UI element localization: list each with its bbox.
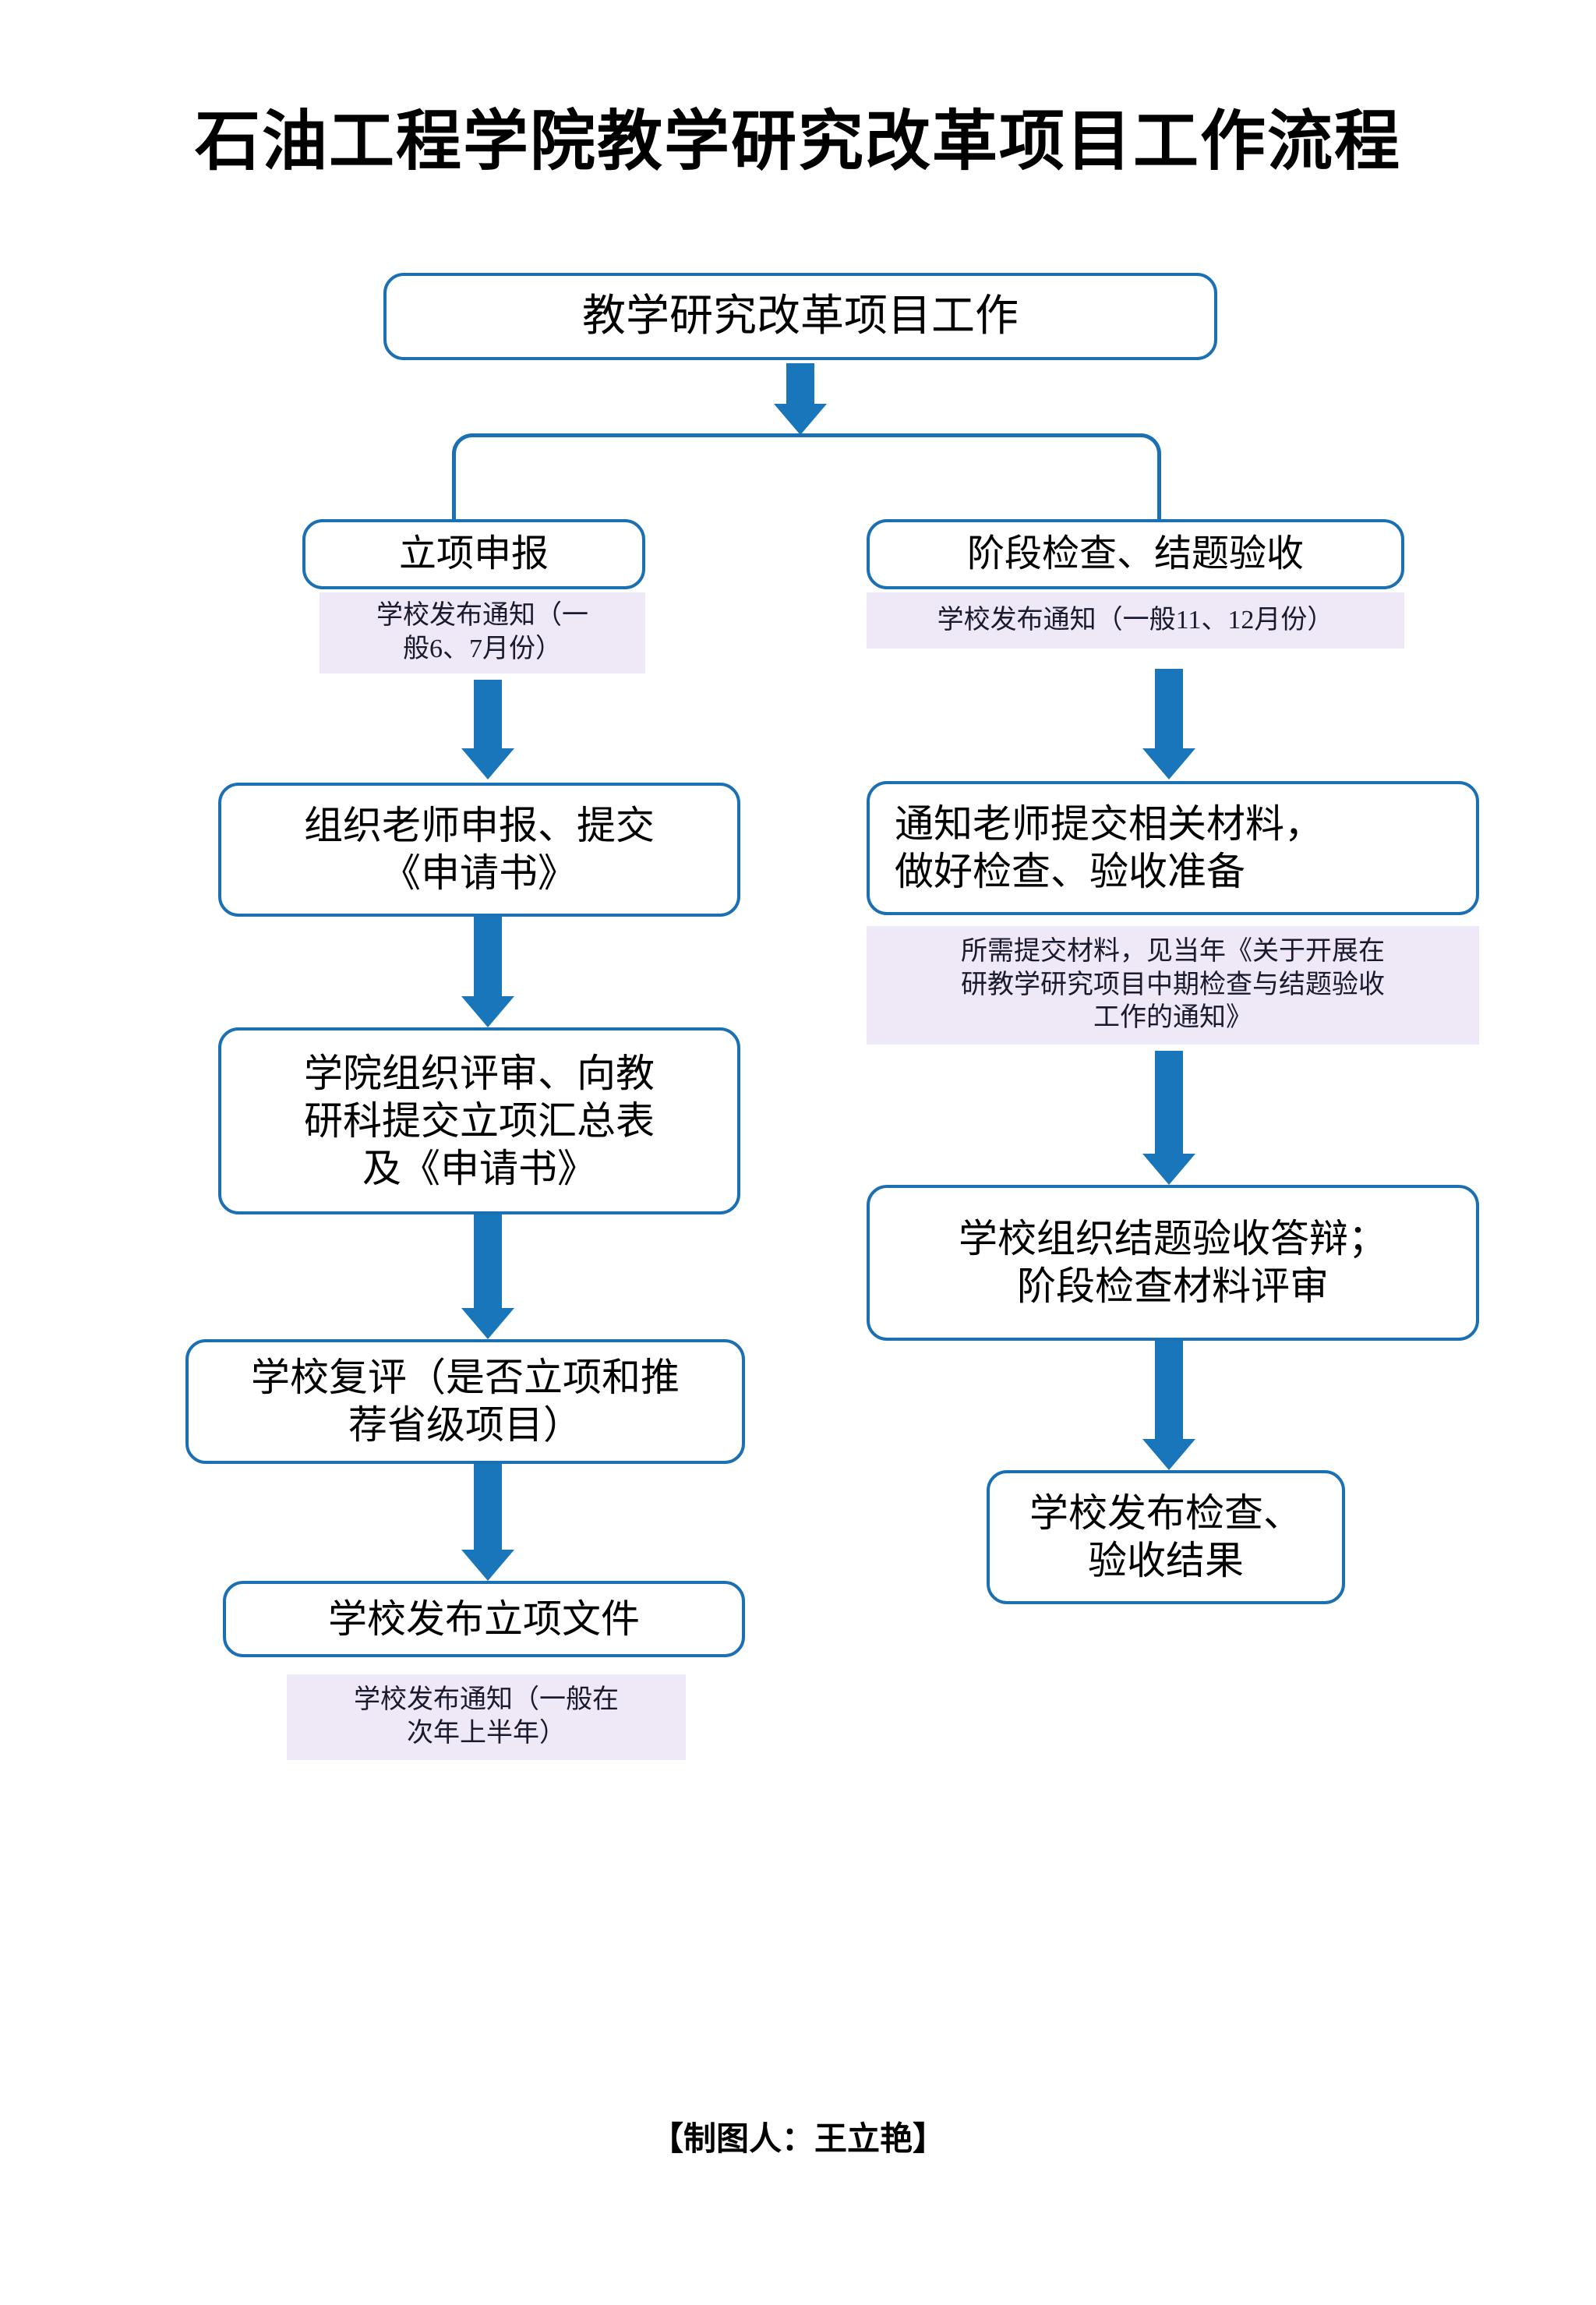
node-left-step-2-label: 学院组织评审、向教 研科提交立项汇总表 及《申请书》 (304, 1051, 655, 1190)
node-left-step-2[interactable]: 学院组织评审、向教 研科提交立项汇总表 及《申请书》 (218, 1027, 740, 1214)
node-left-step-1-label: 组织老师申报、提交 《申请书》 (304, 804, 655, 895)
arrow-right-1 (1114, 669, 1223, 780)
node-right-step-3-label: 学校发布检查、 验收结果 (1029, 1491, 1302, 1582)
split-connector-left (452, 433, 803, 535)
note-left-step-4: 学校发布通知（一般在 次年上半年） (287, 1674, 686, 1760)
arrow-left-2 (433, 917, 542, 1027)
note-right-header: 学校发布通知（一般11、12月份） (867, 592, 1404, 649)
arrow-right-3 (1114, 1341, 1223, 1470)
node-root-label: 教学研究改革项目工作 (582, 292, 1019, 341)
note-right-header-text: 学校发布通知（一般11、12月份） (937, 605, 1334, 635)
split-connector-right (795, 433, 1161, 535)
note-left-header-text: 学校发布通知（一 般6、7月份） (376, 601, 588, 663)
note-left-step-4-text: 学校发布通知（一般在 次年上半年） (354, 1685, 619, 1748)
node-left-header-label: 立项申报 (398, 532, 549, 574)
node-right-header-label: 阶段检查、结题验收 (966, 532, 1304, 574)
node-right-step-2-label: 学校组织结题验收答辩； 阶段检查材料评审 (959, 1217, 1387, 1308)
node-right-step-1[interactable]: 通知老师提交相关材料， 做好检查、验收准备 (867, 781, 1479, 915)
node-right-step-1-label: 通知老师提交相关材料， 做好检查、验收准备 (895, 802, 1323, 893)
node-left-step-4-label: 学校发布立项文件 (328, 1596, 640, 1641)
node-root[interactable]: 教学研究改革项目工作 (383, 273, 1217, 360)
page-title: 石油工程学院教学研究改革项目工作流程 (194, 103, 1401, 179)
node-left-step-4[interactable]: 学校发布立项文件 (223, 1581, 745, 1657)
arrow-left-1 (433, 680, 542, 780)
node-left-step-1[interactable]: 组织老师申报、提交 《申请书》 (218, 783, 740, 917)
node-right-step-3[interactable]: 学校发布检查、 验收结果 (987, 1470, 1345, 1604)
arrow-root-to-split (383, 363, 1217, 435)
node-right-step-2[interactable]: 学校组织结题验收答辩； 阶段检查材料评审 (867, 1185, 1479, 1341)
arrow-left-3 (433, 1214, 542, 1339)
node-left-header[interactable]: 立项申报 (302, 519, 645, 589)
node-left-step-3-label: 学校复评（是否立项和推 荐省级项目） (251, 1356, 680, 1447)
node-left-step-3[interactable]: 学校复评（是否立项和推 荐省级项目） (185, 1339, 745, 1464)
note-left-header: 学校发布通知（一 般6、7月份） (320, 592, 645, 673)
note-right-step-1-text: 所需提交材料，见当年《关于开展在 研教学研究项目中期检查与结题验收 工作的通知》 (961, 936, 1385, 1033)
arrow-left-4 (433, 1464, 542, 1581)
note-right-step-1: 所需提交材料，见当年《关于开展在 研教学研究项目中期检查与结题验收 工作的通知》 (867, 926, 1479, 1045)
arrow-right-2 (1114, 1051, 1223, 1185)
footer-credit: 【制图人：王立艳】 (650, 2119, 945, 2158)
node-right-header[interactable]: 阶段检查、结题验收 (867, 519, 1404, 589)
